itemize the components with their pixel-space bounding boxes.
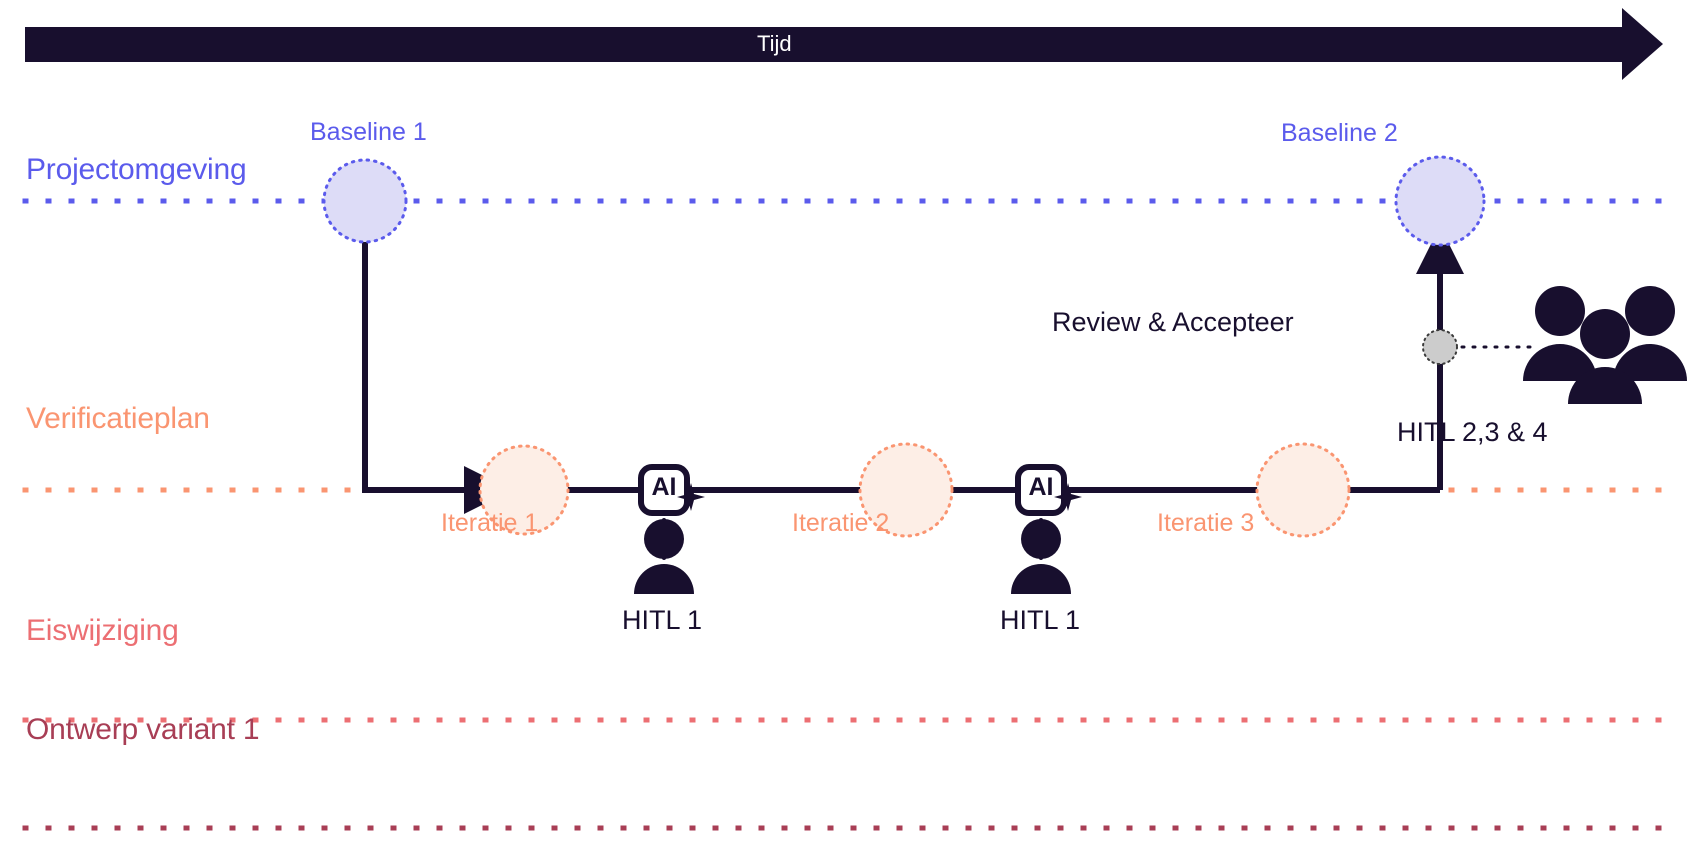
person-icon-hitl-1-b[interactable] bbox=[1011, 519, 1071, 594]
human-label-hitl-1-a: HITL 1 bbox=[622, 605, 703, 635]
node-label-iteratie-3: Iteratie 3 bbox=[1157, 509, 1255, 537]
lane-label-eiswijziging: Eiswijziging bbox=[26, 614, 179, 647]
node-iteratie-3[interactable] bbox=[1255, 442, 1351, 538]
lane-label-verificatieplan: Verificatieplan bbox=[26, 402, 210, 435]
time-axis-label: Tijd bbox=[757, 31, 792, 56]
human-label-hitl-234: HITL 2,3 & 4 bbox=[1397, 417, 1548, 447]
lane-label-projectomgeving: Projectomgeving bbox=[26, 153, 247, 186]
time-axis-arrow bbox=[25, 8, 1663, 80]
lane-label-ontwerp-variant-1: Ontwerp variant 1 bbox=[26, 713, 260, 746]
ai-marker-2-label: AI bbox=[1028, 473, 1054, 501]
node-label-iteratie-1: Iteratie 1 bbox=[441, 509, 539, 537]
human-label-hitl-1-b: HITL 1 bbox=[1000, 605, 1081, 635]
node-label-iteratie-2: Iteratie 2 bbox=[792, 509, 890, 537]
ai-marker-2[interactable] bbox=[1015, 464, 1082, 516]
node-baseline-2[interactable] bbox=[1394, 155, 1486, 247]
ai-sparkle-icon bbox=[1054, 483, 1082, 511]
node-iteratie-2[interactable] bbox=[858, 442, 954, 538]
node-label-baseline-1: Baseline 1 bbox=[310, 118, 427, 146]
node-label-review-accepteer: Review & Accepteer bbox=[1052, 307, 1294, 337]
ai-marker-1[interactable] bbox=[638, 464, 705, 516]
node-label-baseline-2: Baseline 2 bbox=[1281, 119, 1398, 147]
ai-sparkle-icon bbox=[677, 483, 705, 511]
node-iteratie-1[interactable] bbox=[478, 444, 570, 536]
node-review-accepteer[interactable] bbox=[1422, 329, 1458, 365]
person-icon-hitl-1-a[interactable] bbox=[634, 519, 694, 594]
people-group-icon-hitl-234[interactable] bbox=[1523, 286, 1687, 404]
ai-marker-1-label: AI bbox=[651, 473, 677, 501]
node-baseline-1[interactable] bbox=[322, 158, 408, 244]
connector-baseline1-to-iteratie1 bbox=[362, 240, 512, 514]
